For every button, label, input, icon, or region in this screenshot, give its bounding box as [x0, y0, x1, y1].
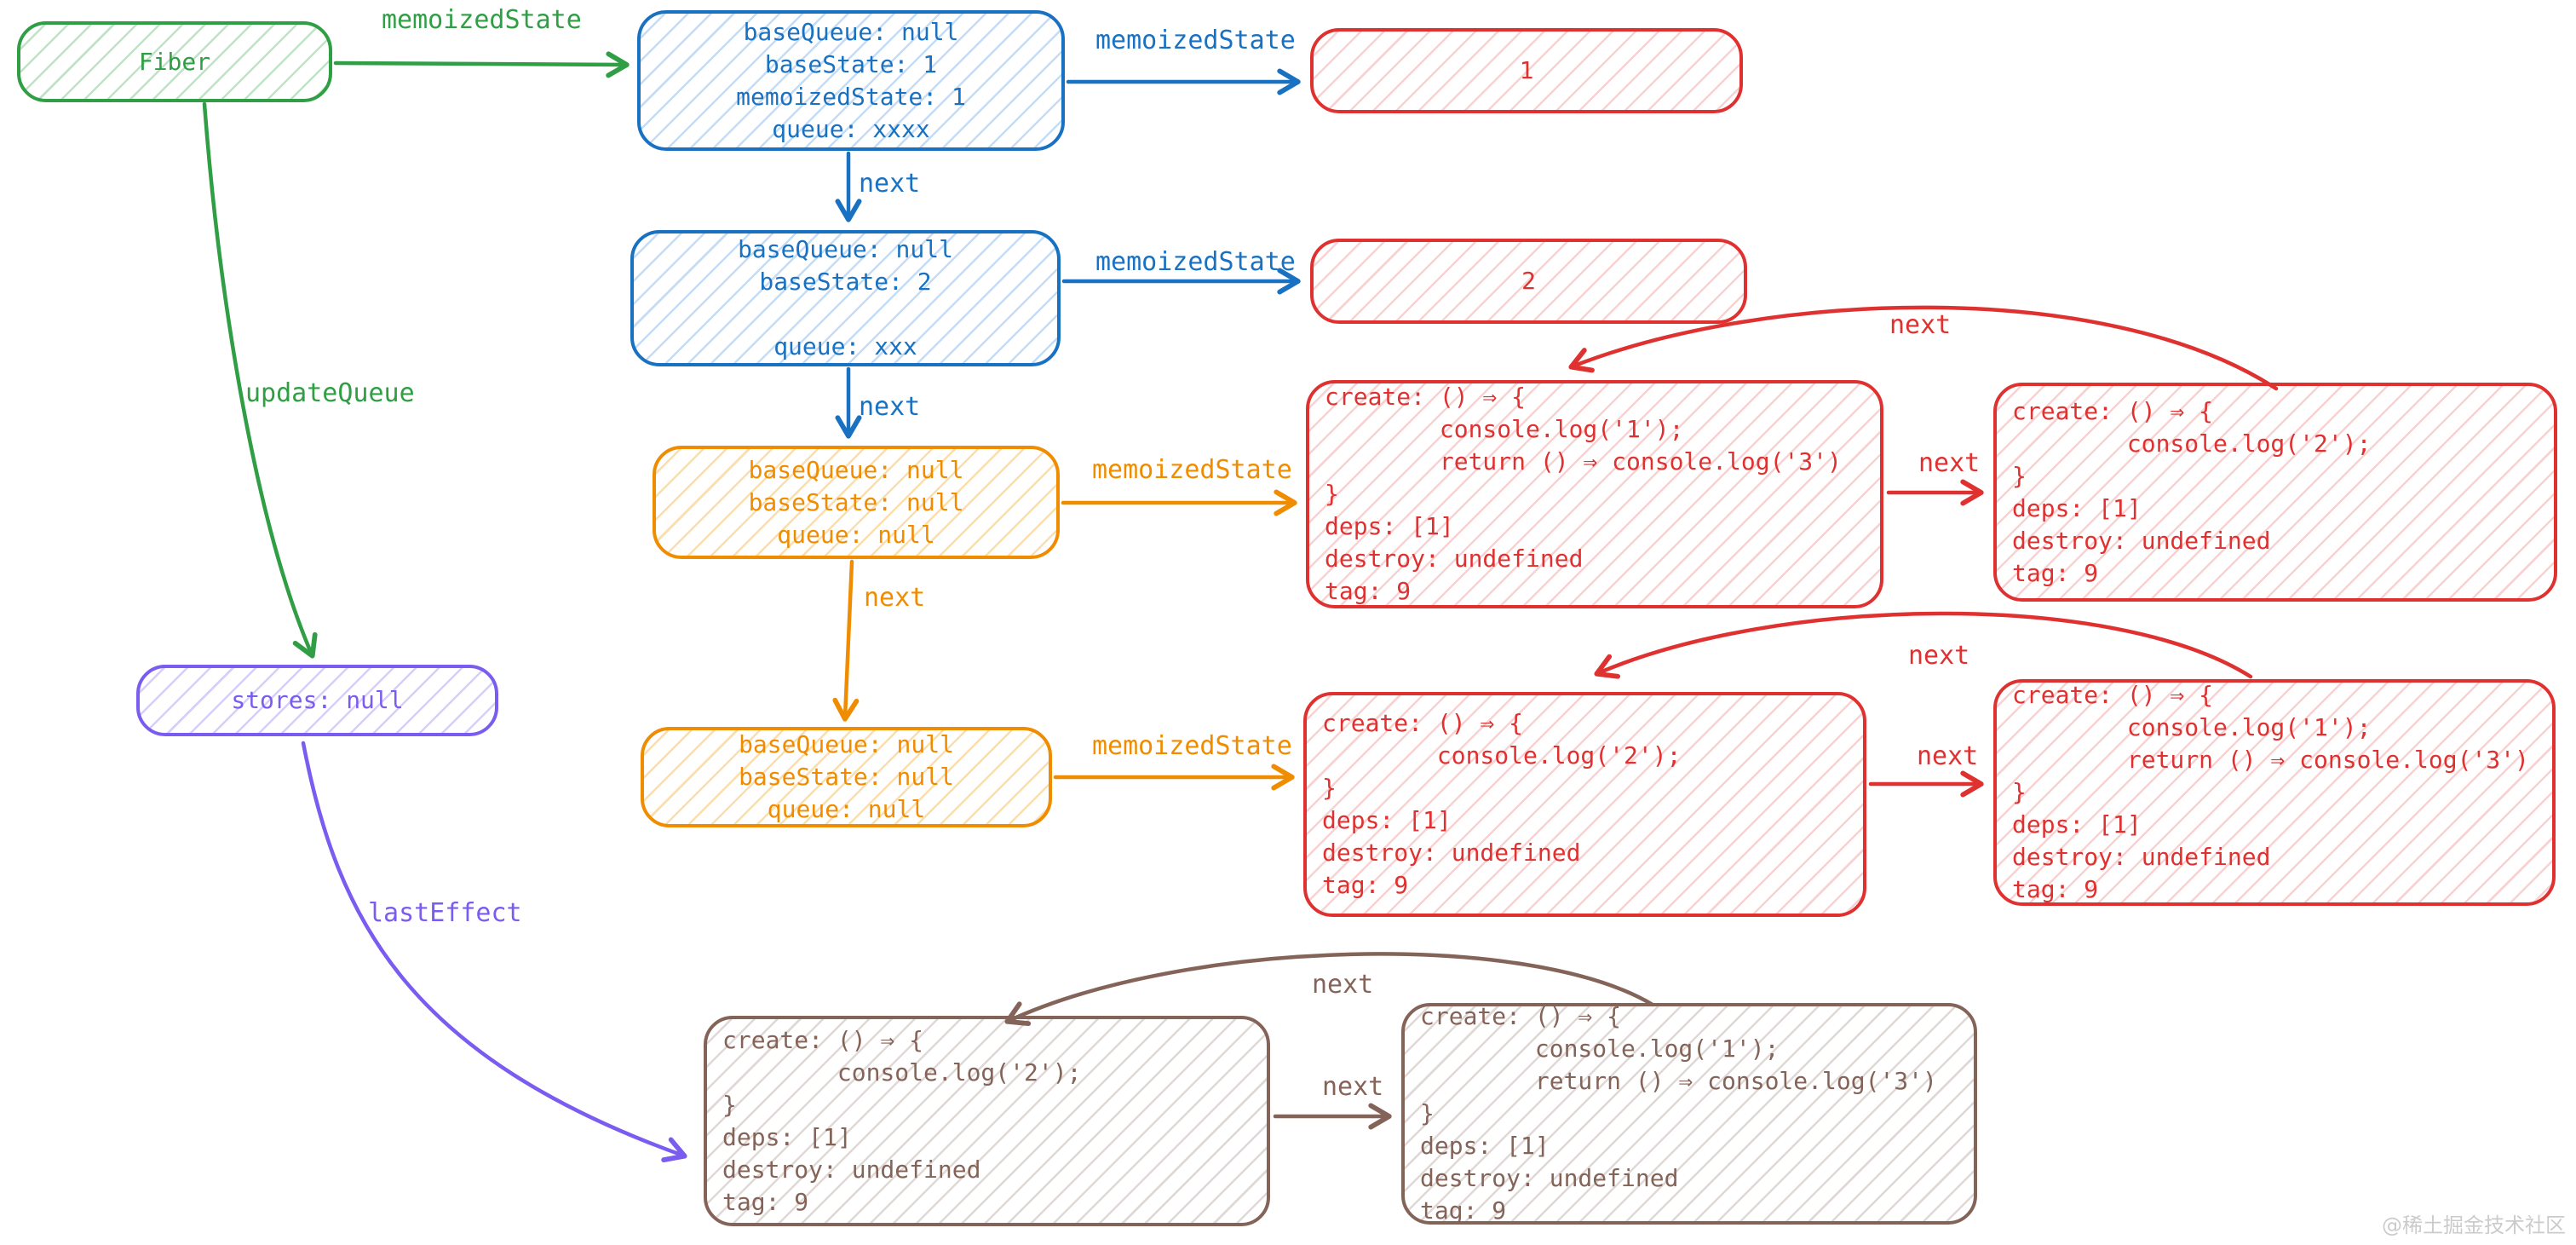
node-line: 2	[1521, 267, 1536, 295]
node-line: create: () ⇒ {	[1322, 709, 1524, 737]
node-line: queue: xxx	[773, 332, 917, 360]
node-line: console.log('2');	[2012, 429, 2372, 458]
node-line: queue: null	[767, 795, 926, 823]
label-next-curve-bottom: next	[1312, 970, 1374, 1000]
node-line: 1	[1519, 56, 1534, 84]
arrow-lasteffect	[301, 741, 687, 1163]
node-line: tag: 9	[2012, 558, 2099, 587]
label-memoizedstate-hook4: memoizedState	[1092, 731, 1292, 761]
node-line: create: () ⇒ {	[1325, 383, 1527, 411]
node-line: }	[2012, 461, 2027, 490]
node-line: destroy: undefined	[1325, 545, 1584, 573]
node-line: stores: null	[231, 686, 404, 714]
arrow-next-hook3	[832, 559, 860, 722]
node-line: console.log('1');	[1325, 415, 1684, 443]
label-next-hook2: next	[859, 392, 921, 422]
node-line: destroy: undefined	[1420, 1164, 1679, 1192]
node-line: baseQueue: null	[739, 730, 954, 758]
node-line: return () ⇒ console.log('3')	[1325, 447, 1842, 476]
node-effect-e: create: () ⇒ { console.log('2');} deps: […	[704, 1016, 1270, 1226]
node-line: baseQueue: null	[738, 235, 953, 263]
node-line: create: () ⇒ {	[2012, 681, 2214, 709]
node-effect-b: create: () ⇒ { console.log('2');} deps: […	[1993, 383, 2557, 602]
node-line: tag: 9	[722, 1187, 809, 1216]
label-lasteffect: lastEffect	[368, 898, 522, 928]
node-hook-4: baseQueue: null baseState: null queue: nul…	[641, 727, 1052, 827]
label-updatequeue: updateQueue	[245, 378, 415, 408]
label-memoizedstate-hook1: memoizedState	[1095, 26, 1296, 55]
node-line: queue: null	[777, 520, 935, 549]
node-line: tag: 9	[1322, 871, 1409, 899]
node-line: Fiber	[138, 47, 211, 76]
node-line: deps: [1]	[2012, 810, 2142, 839]
label-next-ef: next	[1322, 1072, 1384, 1102]
node-line: baseState: 2	[759, 268, 932, 296]
node-state-1: 1	[1310, 28, 1743, 113]
node-line: destroy: undefined	[1322, 839, 1581, 867]
node-line: baseState: null	[748, 487, 964, 516]
node-effect-d: create: () ⇒ { console.log('1'); return …	[1993, 679, 2556, 906]
watermark-text: @稀土掘金技术社区	[2382, 1213, 2566, 1237]
label-memoizedstate-fiber: memoizedState	[382, 5, 582, 35]
node-effect-c: create: () ⇒ { console.log('2');} deps: […	[1303, 692, 1866, 917]
label-next-curve-top: next	[1889, 310, 1952, 340]
node-stores: stores: null	[136, 665, 498, 736]
node-line: console.log('1');	[2012, 713, 2372, 741]
node-line: return () ⇒ console.log('3')	[2012, 746, 2529, 774]
label-next-hook3: next	[864, 583, 926, 613]
node-line: destroy: undefined	[2012, 526, 2271, 555]
node-line: }	[2012, 778, 2027, 806]
node-line: }	[722, 1090, 737, 1119]
node-line: create: () ⇒ {	[2012, 396, 2214, 425]
node-hook-1: baseQueue: null baseState: 1 memoizedState…	[637, 10, 1065, 151]
arrow-memoizedstate-fiber	[333, 51, 630, 78]
node-line: return () ⇒ console.log('3')	[1420, 1067, 1937, 1095]
node-line: console.log('1');	[1420, 1035, 1780, 1063]
node-line: create: () ⇒ {	[1420, 1002, 1622, 1030]
node-hook-2: baseQueue: null baseState: 2 queue: xxx	[630, 230, 1061, 366]
node-line: }	[1325, 480, 1339, 508]
label-memoizedstate-hook3: memoizedState	[1092, 455, 1292, 485]
node-line: tag: 9	[1420, 1196, 1507, 1225]
node-line: tag: 9	[2012, 875, 2099, 903]
label-memoizedstate-hook2: memoizedState	[1095, 247, 1296, 277]
node-line: console.log('2');	[722, 1058, 1082, 1086]
node-line: }	[1322, 774, 1337, 802]
node-effect-f: create: () ⇒ { console.log('1'); return …	[1401, 1002, 1977, 1225]
label-next-ab: next	[1918, 448, 1981, 478]
node-fiber: Fiber	[17, 21, 332, 102]
node-line: deps: [1]	[2012, 493, 2142, 522]
node-line: baseState: 1	[764, 49, 938, 78]
node-line: destroy: undefined	[722, 1155, 981, 1184]
node-line: baseState: null	[739, 763, 954, 791]
node-line: deps: [1]	[1325, 512, 1454, 540]
node-line: }	[1420, 1099, 1435, 1127]
node-line: baseQueue: null	[743, 17, 959, 46]
label-next-curve-mid: next	[1908, 641, 1970, 671]
node-line: deps: [1]	[1420, 1132, 1550, 1160]
node-line: deps: [1]	[1322, 806, 1452, 834]
node-state-2: 2	[1310, 239, 1747, 324]
node-line: tag: 9	[1325, 577, 1412, 605]
node-line: queue: xxxx	[772, 114, 930, 143]
node-line: baseQueue: null	[748, 455, 964, 484]
node-line: destroy: undefined	[2012, 843, 2271, 871]
label-next-hook1: next	[859, 169, 921, 199]
node-line: memoizedState: 1	[736, 82, 966, 111]
node-hook-3: baseQueue: null baseState: null queue: nul…	[653, 446, 1060, 559]
label-next-cd: next	[1917, 741, 1979, 771]
node-effect-a: create: () ⇒ { console.log('1'); return …	[1306, 380, 1883, 608]
node-line: create: () ⇒ {	[722, 1025, 924, 1054]
node-line: console.log('2');	[1322, 741, 1682, 769]
node-line: deps: [1]	[722, 1122, 852, 1151]
